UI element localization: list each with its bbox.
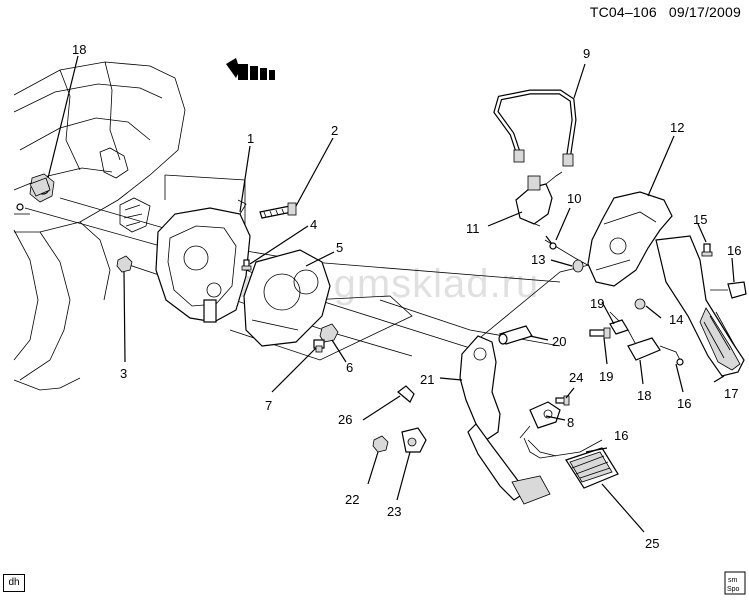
clip-part-27 <box>397 385 415 403</box>
cable-part-16-lower <box>523 437 603 459</box>
callout-12: 12 <box>670 120 684 135</box>
callout-19-left: 18 <box>72 42 86 57</box>
callout-25: 24 <box>569 370 583 385</box>
accelerator-pedal-part-17 <box>655 235 745 377</box>
brake-pedal-pad-part-26 <box>565 447 619 489</box>
pivot-shaft-part-21 <box>498 325 533 345</box>
screw-part-25 <box>555 395 570 406</box>
callout-9: 9 <box>583 46 590 61</box>
callout-3: 3 <box>120 366 127 381</box>
callout-24: 23 <box>387 504 401 519</box>
nut-part-6 <box>319 323 339 343</box>
bolt-part-2 <box>259 202 297 219</box>
logo-line-1: sm <box>728 577 738 584</box>
callout-17: 17 <box>724 386 738 401</box>
callout-4: 4 <box>310 217 317 232</box>
nut-part-3 <box>116 255 133 273</box>
callout-5: 5 <box>336 240 343 255</box>
brake-switch-part-8 <box>519 401 561 457</box>
connector-part-16-upper <box>710 281 747 299</box>
callout-16-right: 16 <box>677 396 691 411</box>
position-sensor-part-18 <box>627 337 684 366</box>
callout-labels: 18 1 2 3 4 5 6 7 8 9 10 11 12 13 14 15 1… <box>72 42 741 551</box>
brake-pedal-arm-part-22 <box>459 335 551 505</box>
pedal-bracket-part-1 <box>155 199 251 323</box>
callout-15: 15 <box>693 212 707 227</box>
mount-part-19-left <box>29 177 51 197</box>
callout-27: 26 <box>338 412 352 427</box>
callout-19-center: 19 <box>599 369 613 384</box>
washer-part-14 <box>634 298 646 310</box>
callout-20: 19 <box>590 296 604 311</box>
support-plate-part-5 <box>243 249 331 347</box>
callout-21: 20 <box>552 334 566 349</box>
corner-tag: dh <box>3 574 25 592</box>
callout-11: 11 <box>466 221 480 236</box>
pin-part-10 <box>545 235 557 250</box>
callout-16-upper: 16 <box>727 243 741 258</box>
callout-26: 25 <box>645 536 659 551</box>
vehicle-body-structure <box>13 61 186 391</box>
nut-part-23 <box>372 435 389 453</box>
accelerator-bracket-part-12 <box>587 191 673 287</box>
callout-18: 18 <box>637 388 651 403</box>
callout-6: 6 <box>346 360 353 375</box>
diagram-code: TC04–106 <box>589 4 657 20</box>
callout-2: 2 <box>331 123 338 138</box>
diagram-header: TC04–106 09/17/2009 <box>590 4 741 20</box>
callout-7: 7 <box>265 398 272 413</box>
stud-part-4 <box>241 259 252 271</box>
sensor-part-24 <box>401 427 427 453</box>
diagram-date: 09/17/2009 <box>668 4 741 20</box>
leader-lines <box>47 55 735 533</box>
callout-1: 1 <box>247 131 254 146</box>
callout-14: 14 <box>669 312 683 327</box>
callout-22: 21 <box>420 372 434 387</box>
callout-16-lower: 16 <box>614 428 628 443</box>
callout-10: 10 <box>567 191 581 206</box>
bolt-part-19-center <box>589 327 611 339</box>
clutch-hose-part-9 <box>493 89 577 167</box>
callout-8: 8 <box>567 415 574 430</box>
corner-logo-icon: sm Spo <box>724 571 746 595</box>
front-direction-icon <box>226 58 275 80</box>
bushing-part-13 <box>572 259 584 273</box>
callout-23: 22 <box>345 492 359 507</box>
screw-part-15 <box>701 243 713 257</box>
clip-part-20 <box>609 319 629 335</box>
callout-13: 13 <box>531 252 545 267</box>
bolt-part-7 <box>313 339 325 353</box>
logo-line-2: Spo <box>727 586 740 593</box>
master-cylinder-part-11 <box>515 171 563 227</box>
